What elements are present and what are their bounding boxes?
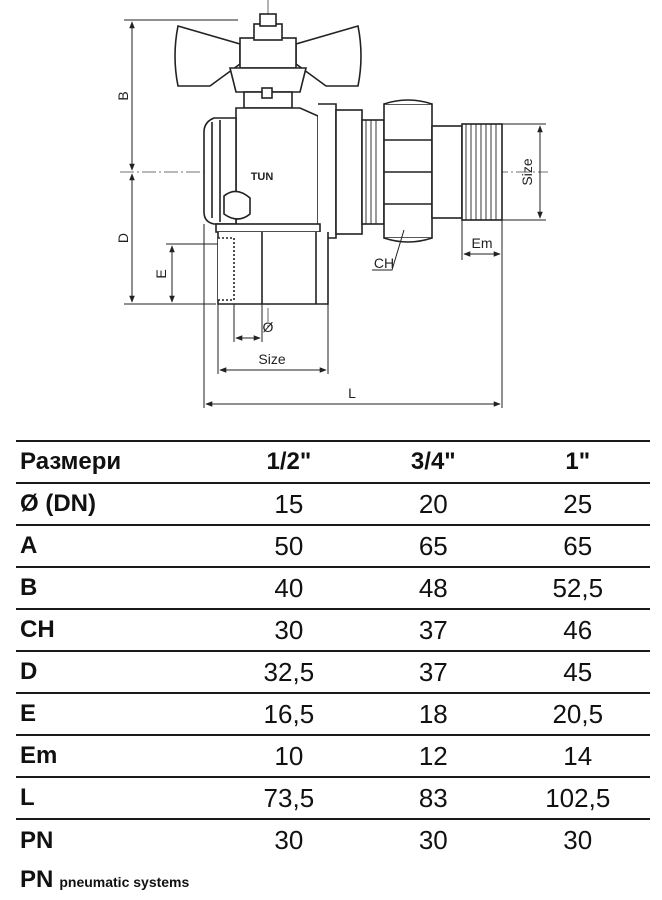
- table-row: PN 30 30 30: [16, 819, 650, 861]
- row-label: E: [16, 693, 217, 736]
- row-label: Ø (DN): [16, 483, 217, 526]
- row-label: PN: [20, 826, 54, 854]
- dim-label-diameter: Ø: [263, 319, 274, 335]
- table-row: L 73,5 83 102,5: [16, 777, 650, 820]
- row-label: A: [16, 525, 217, 568]
- row-value: 25: [505, 483, 650, 526]
- header-cell-size-1: 1/2": [216, 440, 362, 484]
- header-cell-size-3: 1": [505, 440, 650, 484]
- row-value: 48: [361, 567, 506, 610]
- row-value: 20,5: [505, 693, 650, 736]
- logo-mark: TUN: [251, 171, 274, 183]
- male-thread-end: [431, 123, 503, 221]
- row-value: 14: [505, 735, 650, 778]
- row-value: 50: [216, 525, 362, 568]
- dim-label-d: D: [115, 233, 131, 243]
- row-value: 52,5: [505, 567, 650, 610]
- row-value: 83: [361, 777, 506, 820]
- row-label: L: [16, 777, 217, 820]
- row-value: 46: [505, 609, 650, 652]
- row-value: 10: [216, 735, 362, 778]
- table-row: D 32,5 37 45: [16, 651, 650, 694]
- dim-label-l: L: [348, 385, 356, 401]
- table-row: E 16,5 18 20,5: [16, 693, 650, 736]
- dim-label-em: Em: [472, 235, 493, 251]
- row-value: 65: [505, 525, 650, 568]
- row-value: 15: [216, 483, 362, 526]
- row-label: B: [16, 567, 217, 610]
- butterfly-handle: [174, 13, 362, 109]
- row-value: 30: [274, 825, 304, 855]
- valve-body: [203, 103, 337, 305]
- dim-label-ch: CH: [374, 255, 394, 271]
- union-hex-nut: [335, 99, 433, 243]
- table-row: B 40 48 52,5: [16, 567, 650, 610]
- header-cell-sizes: Размери: [16, 440, 217, 484]
- row-label: Em: [16, 735, 217, 778]
- row-label: D: [16, 651, 217, 694]
- footnote-text: pneumatic systems: [59, 874, 190, 890]
- dimension-lines: [124, 19, 546, 408]
- dimensions-table-wrapper: Размери 1/2" 3/4" 1" Ø (DN) 15 20 25 A 5…: [16, 440, 650, 861]
- row-label: CH: [16, 609, 217, 652]
- row-value: 30: [563, 825, 593, 855]
- row-value: 30: [216, 609, 362, 652]
- row-value: 12: [361, 735, 506, 778]
- row-value: 45: [505, 651, 650, 694]
- table-row: Ø (DN) 15 20 25: [16, 483, 650, 526]
- row-value: 102,5: [505, 777, 650, 820]
- table-row: CH 30 37 46: [16, 609, 650, 652]
- row-value: 73,5: [216, 777, 362, 820]
- thread-hatch: [365, 120, 497, 224]
- row-value: 65: [361, 525, 506, 568]
- valve-technical-drawing: TUN: [115, 0, 548, 408]
- row-value: 18: [361, 693, 506, 736]
- dim-label-size-right: Size: [519, 158, 535, 185]
- table-header-row: Размери 1/2" 3/4" 1": [16, 440, 650, 484]
- table-row: A 50 65 65: [16, 525, 650, 568]
- row-value: 40: [216, 567, 362, 610]
- footnote: PN pneumatic systems: [20, 866, 189, 894]
- row-value: 20: [361, 483, 506, 526]
- dim-label-b: B: [115, 91, 131, 100]
- row-value: 30: [418, 825, 448, 855]
- dim-label-e: E: [153, 269, 169, 278]
- row-value: 16,5: [216, 693, 362, 736]
- row-value: 37: [361, 651, 506, 694]
- row-value: 32,5: [216, 651, 362, 694]
- dimensions-table: Размери 1/2" 3/4" 1" Ø (DN) 15 20 25 A 5…: [16, 440, 650, 861]
- footnote-pn: PN: [20, 866, 54, 893]
- table-row: Em 10 12 14: [16, 735, 650, 778]
- dim-label-size-bottom: Size: [258, 351, 285, 367]
- header-cell-size-2: 3/4": [361, 440, 506, 484]
- row-value: 37: [361, 609, 506, 652]
